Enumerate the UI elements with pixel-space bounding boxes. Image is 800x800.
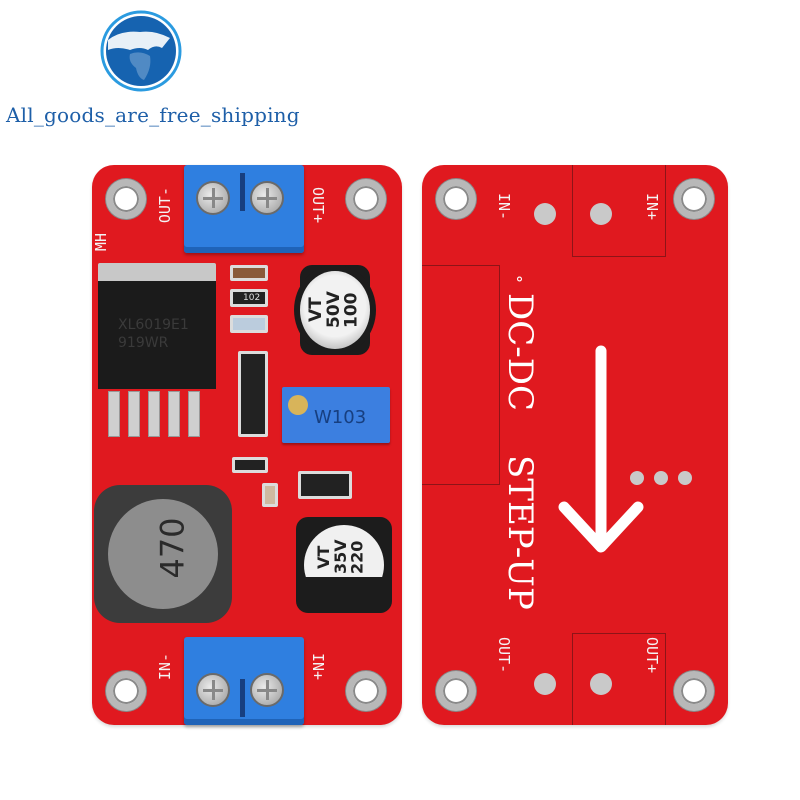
solder-joint [590, 203, 612, 225]
mounting-hole [346, 179, 386, 219]
label-out-minus: OUT- [156, 187, 174, 224]
solder-joint [534, 203, 556, 225]
label-out-plus: OUT+ [309, 187, 327, 224]
mounting-hole [436, 671, 476, 711]
smd-resistor [232, 457, 268, 473]
mounting-hole [674, 671, 714, 711]
screw-icon [250, 673, 284, 707]
board-title-step-up: STEP-UP [500, 455, 540, 610]
board-title-dc-dc: DC-DC [500, 293, 540, 412]
output-terminal-block[interactable] [184, 165, 304, 253]
label-in-minus: IN- [156, 653, 174, 681]
solder-joint [590, 673, 612, 695]
store-slogan: All_goods_are_free_shipping [6, 103, 300, 127]
screw-icon [196, 673, 230, 707]
label-in-plus: IN+ [309, 653, 327, 681]
schottky-diode [298, 471, 352, 499]
globe-icon [100, 10, 182, 92]
arrow-down-icon [556, 343, 646, 563]
solder-joint [534, 673, 556, 695]
label-mh: MH [92, 233, 110, 252]
inductor: 470 [94, 485, 232, 623]
label-in-plus: IN+ [643, 193, 661, 221]
label-out-plus: OUT+ [643, 637, 661, 674]
potentiometer[interactable]: W103 [282, 387, 390, 443]
back-board: IN- IN+ OUT- OUT+ ° DC-DC STEP-UP [422, 165, 728, 725]
smd-led [230, 315, 268, 333]
smd-capacitor [262, 483, 278, 507]
smd-resistor: 102 [230, 289, 268, 307]
label-in-minus: IN- [495, 193, 513, 221]
mounting-hole [106, 671, 146, 711]
mounting-hole [674, 179, 714, 219]
mounting-hole [436, 179, 476, 219]
adjust-screw-icon [288, 395, 308, 415]
input-terminal-block[interactable] [184, 637, 304, 725]
mounting-hole [346, 671, 386, 711]
screw-icon [250, 181, 284, 215]
smd-capacitor [230, 265, 268, 281]
mounting-hole [106, 179, 146, 219]
screw-icon [196, 181, 230, 215]
diode [238, 351, 268, 437]
regulator-ic: XL6019E1 919WR [98, 281, 216, 389]
label-out-minus: OUT- [495, 637, 513, 674]
